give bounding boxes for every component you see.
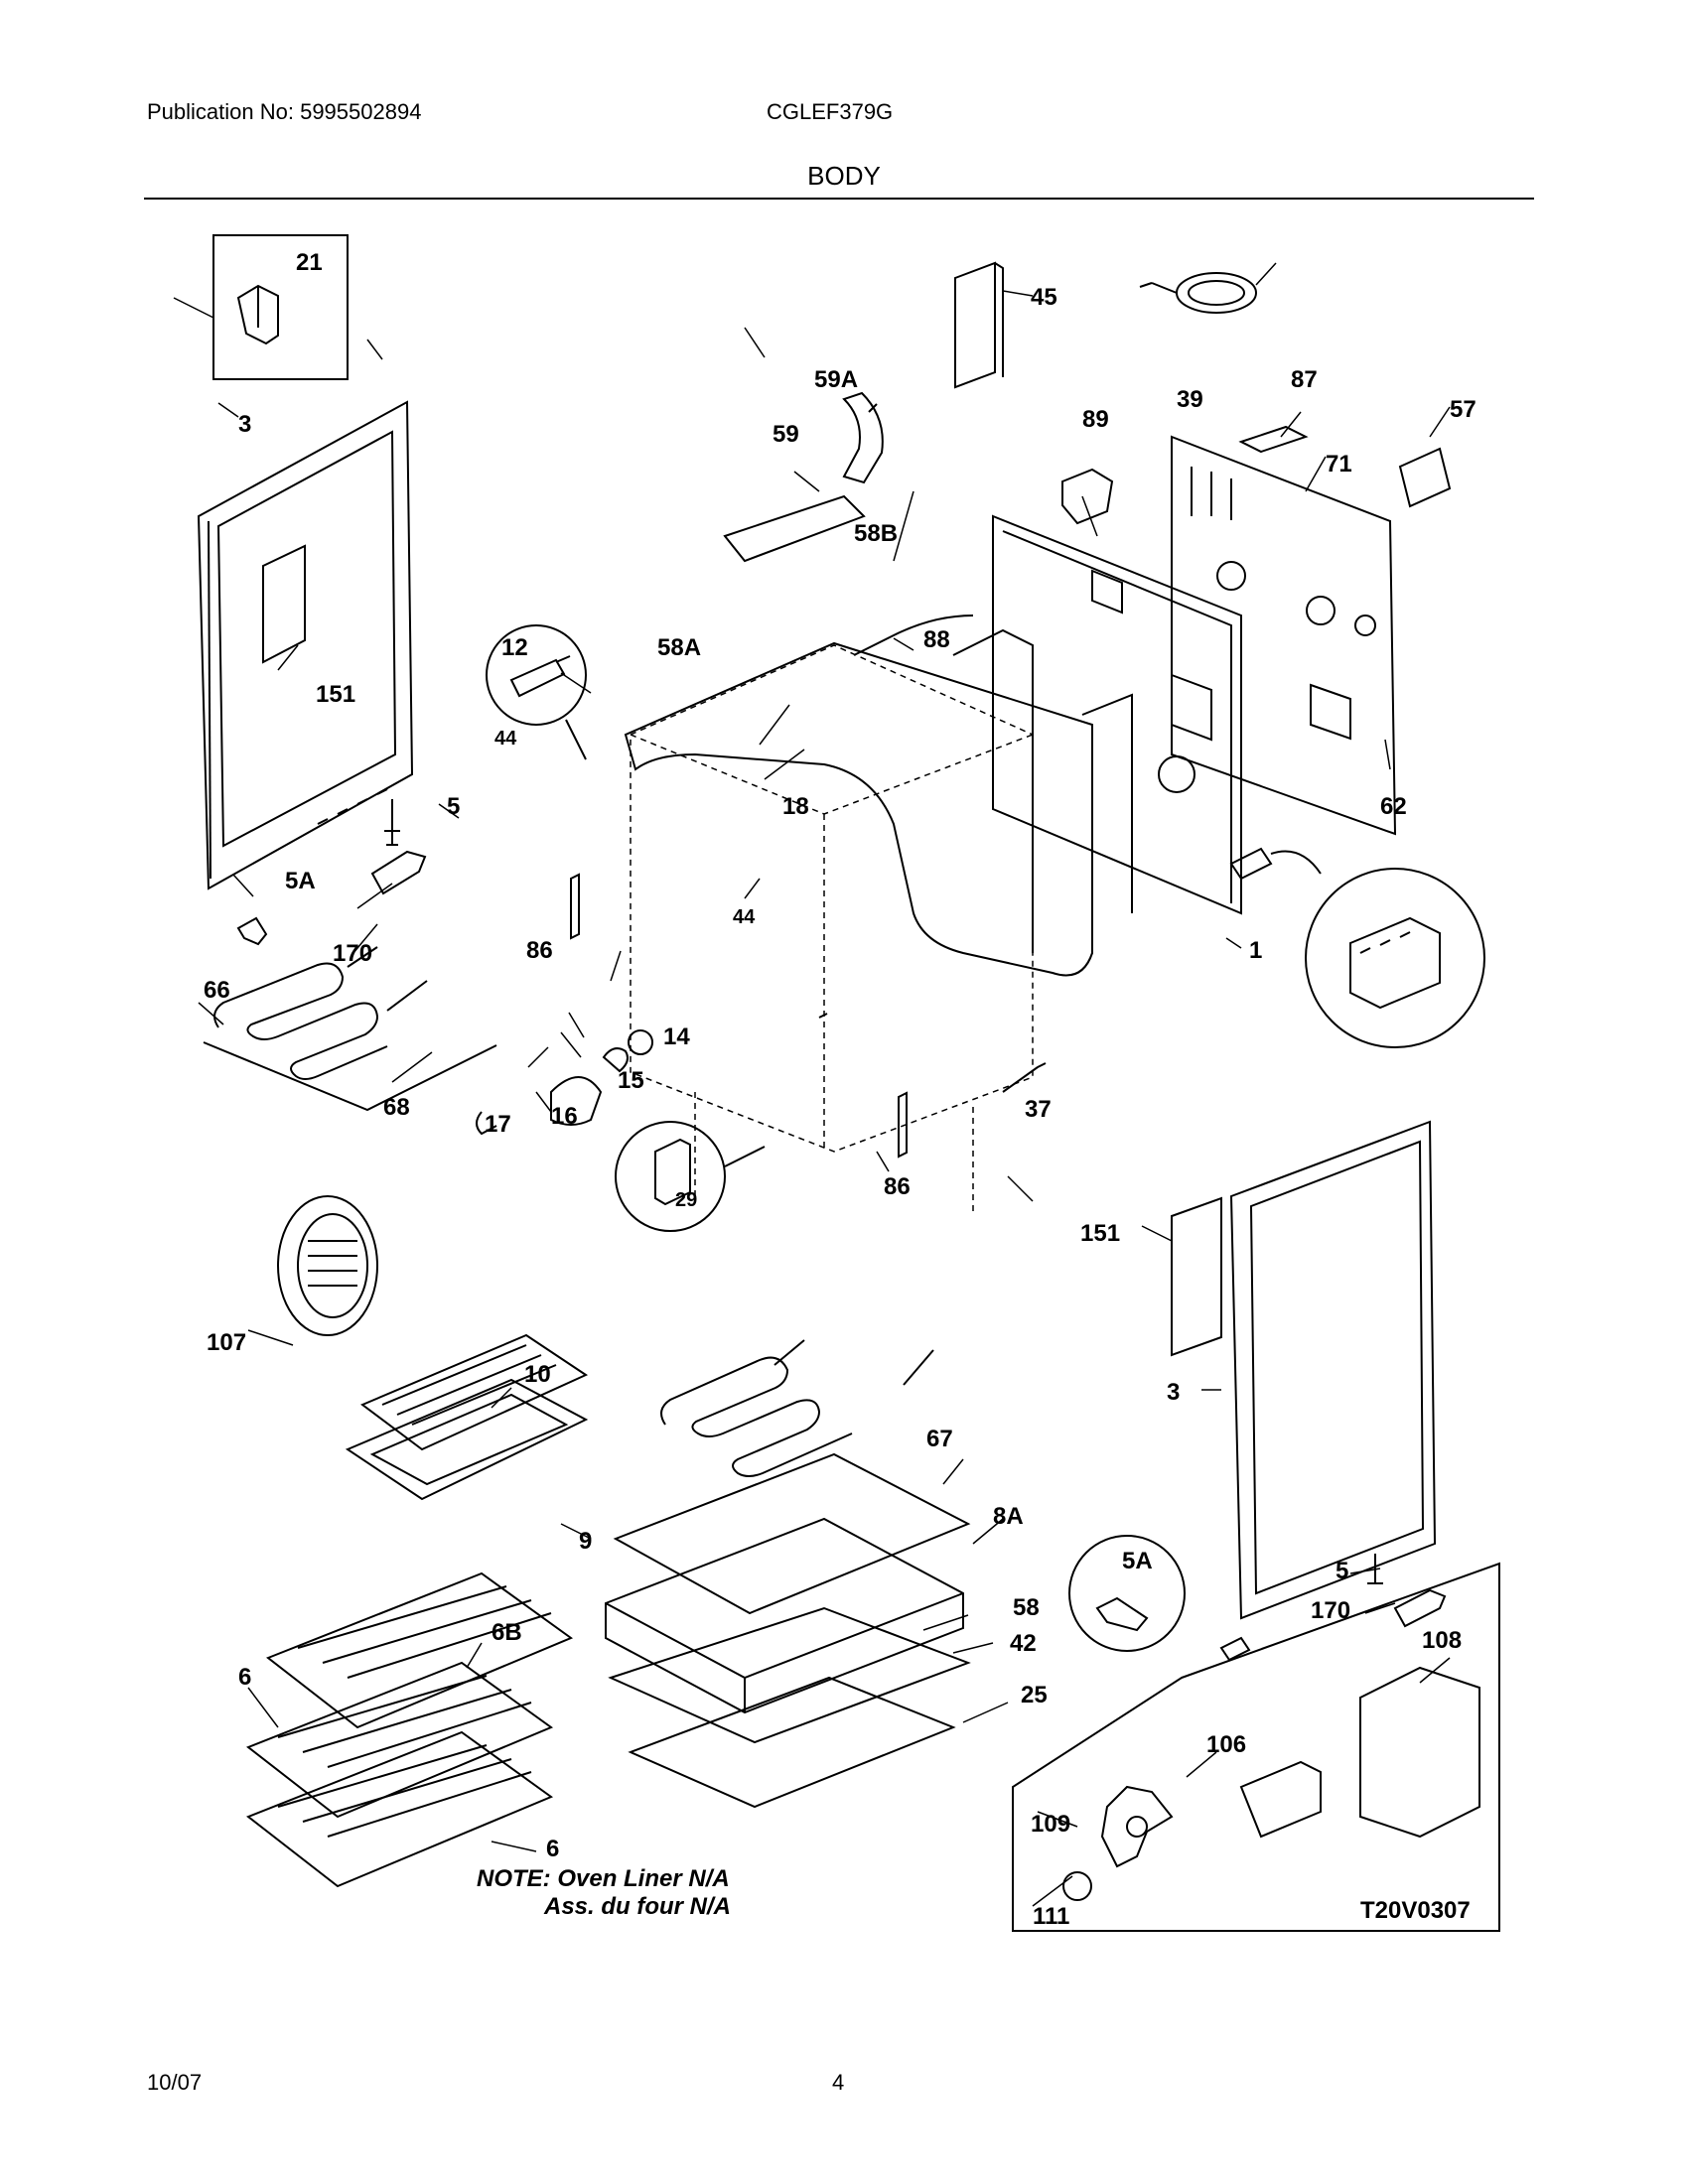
callout-12: 12 bbox=[501, 634, 528, 661]
callout-107: 107 bbox=[207, 1329, 246, 1356]
part-57 bbox=[1398, 447, 1452, 508]
cavity-brackets bbox=[570, 873, 1047, 1159]
callout-86-b: 86 bbox=[884, 1173, 911, 1200]
part-87 bbox=[1238, 425, 1309, 454]
callout-14: 14 bbox=[663, 1024, 690, 1050]
vent-part-45 bbox=[954, 261, 1004, 389]
callout-108: 108 bbox=[1422, 1627, 1462, 1654]
wire-harness bbox=[1139, 272, 1257, 314]
rear-frame-panel bbox=[992, 514, 1242, 915]
callout-58B: 58B bbox=[854, 520, 898, 547]
callout-62: 62 bbox=[1380, 793, 1407, 820]
part-21-box bbox=[212, 234, 349, 380]
vent-duct bbox=[723, 391, 884, 563]
callout-86-a: 86 bbox=[526, 937, 553, 964]
callout-59: 59 bbox=[773, 421, 799, 448]
callout-44-a: 44 bbox=[494, 728, 517, 750]
callout-39: 39 bbox=[1177, 386, 1203, 413]
page-number: 4 bbox=[832, 2070, 845, 2095]
callout-42: 42 bbox=[1010, 1630, 1037, 1657]
left-side-panel bbox=[197, 400, 414, 890]
right-leveler-parts bbox=[1068, 1535, 1447, 1662]
convection-fan-box bbox=[1012, 1562, 1500, 1932]
callout-5A-left: 5A bbox=[285, 868, 316, 894]
callout-17: 17 bbox=[485, 1111, 511, 1138]
oven-racks bbox=[246, 1571, 574, 1888]
callout-1: 1 bbox=[1249, 937, 1262, 964]
callout-66: 66 bbox=[204, 977, 230, 1004]
callout-18: 18 bbox=[782, 793, 809, 820]
callout-6-a: 6 bbox=[238, 1664, 251, 1691]
publication-number: Publication No: 5995502894 bbox=[147, 99, 422, 124]
leader-lines bbox=[173, 262, 1451, 1907]
hinge-receiver-circle bbox=[615, 1121, 766, 1232]
callout-151-right: 151 bbox=[1080, 1220, 1120, 1247]
callout-151-left: 151 bbox=[316, 681, 355, 708]
callout-89: 89 bbox=[1082, 406, 1109, 433]
sensor-detail-circle bbox=[486, 624, 587, 760]
bake-element bbox=[660, 1339, 934, 1477]
callout-44-b: 44 bbox=[733, 906, 756, 928]
callout-3-left: 3 bbox=[238, 411, 251, 438]
callout-29: 29 bbox=[675, 1189, 697, 1211]
callout-59A: 59A bbox=[814, 366, 858, 393]
light-assembly-parts bbox=[476, 1029, 653, 1136]
callout-16: 16 bbox=[551, 1103, 578, 1130]
callout-106: 106 bbox=[1206, 1731, 1246, 1758]
callout-68: 68 bbox=[383, 1094, 410, 1121]
callout-58A: 58A bbox=[657, 634, 701, 661]
callout-111: 111 bbox=[1033, 1903, 1069, 1930]
callout-87: 87 bbox=[1291, 366, 1318, 393]
callout-6-b: 6 bbox=[546, 1836, 559, 1862]
callout-15: 15 bbox=[618, 1067, 644, 1094]
callout-45: 45 bbox=[1031, 284, 1057, 311]
callout-8A: 8A bbox=[993, 1503, 1024, 1530]
callout-6B: 6B bbox=[492, 1619, 522, 1646]
callout-25: 25 bbox=[1021, 1682, 1048, 1708]
left-leveler-parts bbox=[236, 799, 427, 946]
callout-5-right: 5 bbox=[1336, 1558, 1348, 1584]
right-side-panel bbox=[1171, 1120, 1437, 1620]
section-title: BODY bbox=[807, 161, 881, 191]
callout-3-right: 3 bbox=[1167, 1379, 1180, 1406]
convection-cover bbox=[277, 1195, 378, 1336]
callout-88: 88 bbox=[923, 626, 950, 653]
callout-170-left: 170 bbox=[333, 940, 372, 967]
part-89 bbox=[1061, 468, 1114, 525]
callout-37: 37 bbox=[1025, 1096, 1052, 1123]
callout-9: 9 bbox=[579, 1528, 592, 1555]
exploded-parts-diagram: 21 3 151 5 5A 170 66 68 12 44 58A 18 44 … bbox=[173, 234, 1500, 1932]
callout-67: 67 bbox=[926, 1426, 953, 1452]
callout-5A-right: 5A bbox=[1122, 1548, 1153, 1574]
callout-21: 21 bbox=[296, 249, 323, 276]
terminal-block bbox=[1229, 847, 1485, 1048]
callout-170-right: 170 bbox=[1311, 1597, 1350, 1624]
cavity-insulation bbox=[624, 628, 1133, 977]
header-rule bbox=[144, 198, 1534, 200]
oven-cavity bbox=[630, 644, 1034, 1211]
broiler-pan bbox=[345, 1333, 589, 1501]
publication-date: 10/07 bbox=[147, 2070, 203, 2095]
model-number: CGLEF379G bbox=[767, 99, 894, 124]
back-panel bbox=[1171, 435, 1397, 836]
callout-71: 71 bbox=[1326, 451, 1352, 478]
callout-58: 58 bbox=[1013, 1594, 1040, 1621]
drawing-code: T20V0307 bbox=[1360, 1897, 1471, 1924]
callout-57: 57 bbox=[1450, 396, 1477, 423]
callout-109: 109 bbox=[1031, 1811, 1070, 1838]
note-line-1: NOTE: Oven Liner N/A bbox=[477, 1865, 730, 1892]
oven-bottom-stack bbox=[605, 1452, 971, 1809]
wire-58b bbox=[853, 614, 974, 656]
broil-element bbox=[203, 946, 497, 1112]
note-line-2: Ass. du four N/A bbox=[543, 1893, 731, 1920]
callout-10: 10 bbox=[524, 1361, 551, 1388]
callout-5-left: 5 bbox=[447, 793, 460, 820]
